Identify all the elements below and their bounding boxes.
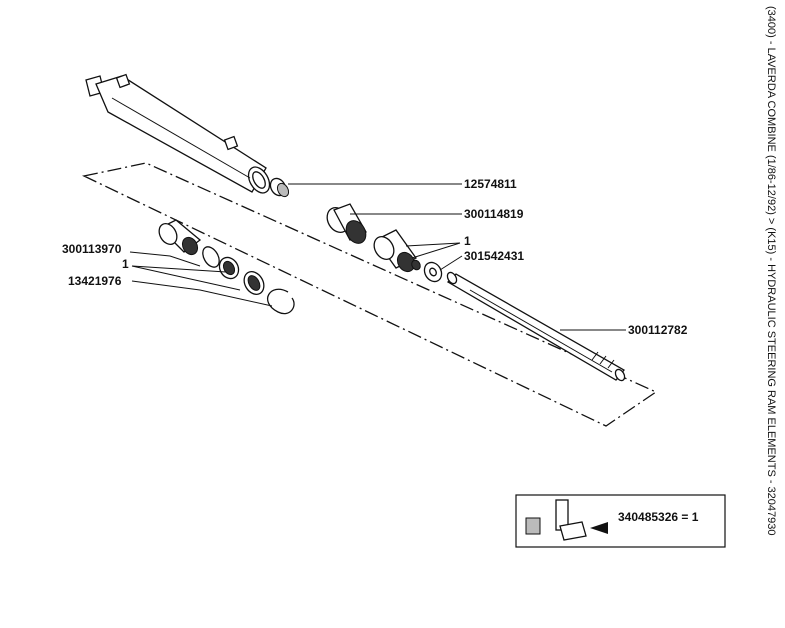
o-ring-right	[411, 259, 421, 271]
washer-301542431	[423, 261, 443, 283]
gland-300113970	[158, 219, 202, 256]
bush-12574811	[269, 177, 290, 198]
wiper-left	[243, 271, 265, 295]
label-301542431: 301542431	[464, 249, 524, 263]
kit-arrow-icon	[590, 522, 608, 534]
assembly-boundary	[81, 162, 658, 427]
label-13421976: 13421976	[68, 274, 122, 288]
kit-box-icon	[525, 517, 541, 535]
label-300113970: 300113970	[62, 242, 122, 256]
label-12574811: 12574811	[464, 177, 517, 191]
label-1-right: 1	[464, 234, 471, 248]
kit-label: 340485326 = 1	[618, 510, 699, 524]
o-ring-left	[202, 246, 220, 268]
piston-seal-1	[373, 229, 417, 273]
piston-rod-300112782	[446, 271, 626, 382]
label-1-left: 1	[122, 257, 129, 271]
label-300112782: 300112782	[628, 323, 688, 337]
seal-left-1	[218, 256, 240, 280]
circlip-13421976	[267, 288, 295, 315]
piston-300114819	[326, 203, 367, 244]
kit-seal-pack-icon	[559, 521, 587, 541]
label-300114819: 300114819	[464, 207, 524, 221]
kit-box: 340485326 = 1	[515, 494, 726, 548]
cylinder-barrel	[85, 73, 271, 194]
side-title: (3400) - LAVERDA COMBINE (1/86-12/92) > …	[765, 6, 777, 536]
